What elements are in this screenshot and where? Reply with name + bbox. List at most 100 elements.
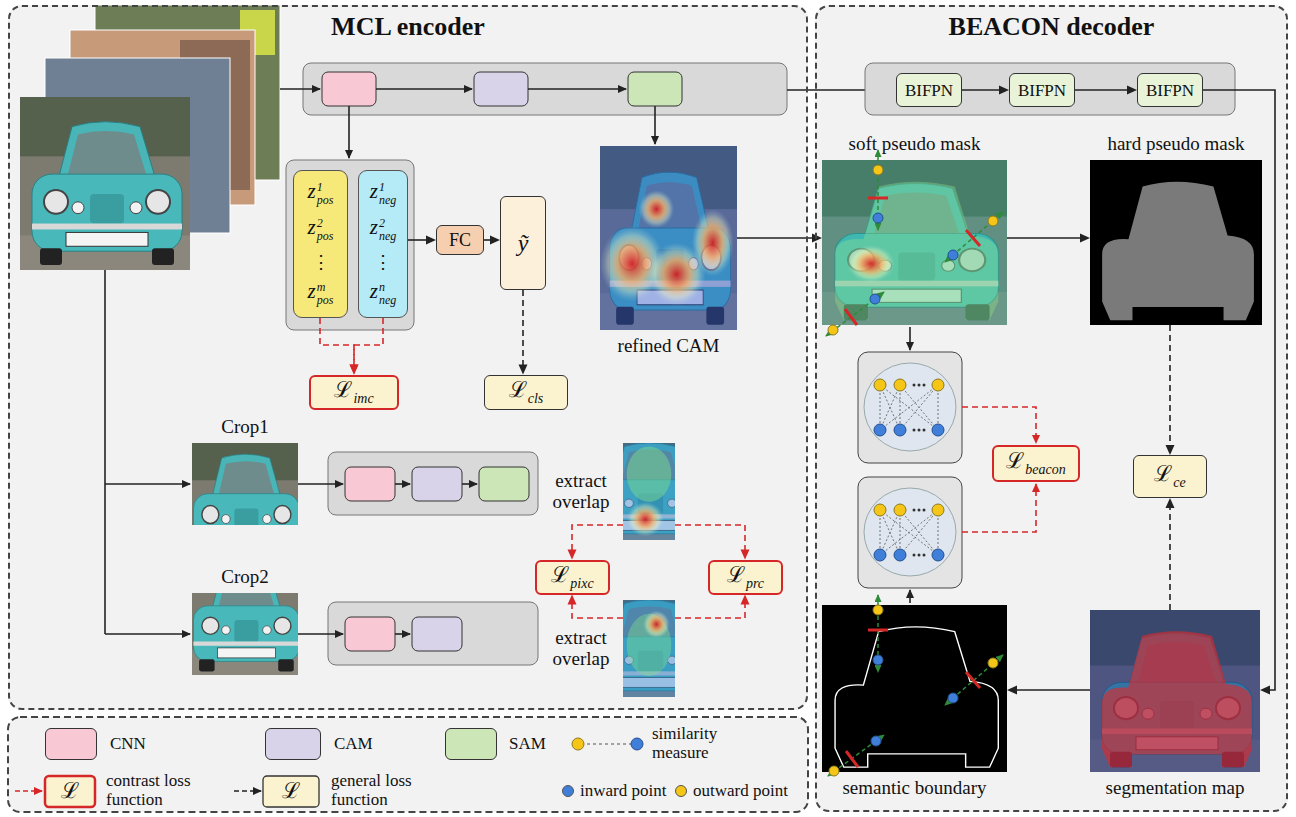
- encoder-pipeline-part: [628, 72, 682, 106]
- connector: [1166, 498, 1175, 610]
- subscript: pos: [317, 230, 334, 243]
- similarity-graphs-part: [923, 554, 926, 557]
- superscript: 1: [317, 181, 334, 194]
- connector-line: [354, 318, 383, 366]
- encoder-pipeline-part: [303, 63, 787, 115]
- boundary-image-part: [948, 693, 958, 703]
- connector: [737, 234, 822, 243]
- crop-branch-part: [105, 483, 190, 485]
- vector-entry: z1neg: [370, 181, 397, 208]
- similarity-graphs-part-part: [880, 385, 881, 430]
- boundary-image: [822, 595, 1007, 776]
- index-stack: 1pos: [317, 181, 334, 207]
- panel-grounds-part: [815, 5, 1288, 812]
- soft-mask-image-part: [945, 212, 1003, 262]
- contrast-loss: ℒpixc: [535, 560, 610, 595]
- soft-mask-image-part: [828, 325, 838, 335]
- loss-symbol: ℒcls: [509, 379, 544, 406]
- connector-line: [962, 89, 1000, 91]
- image-caption: semantic boundary: [842, 777, 986, 799]
- vector-symbol: z: [370, 179, 378, 203]
- similarity-graphs-part-part: [880, 510, 900, 555]
- refined-cam-image-part-part: [692, 209, 734, 276]
- similarity-graphs-part: [880, 385, 938, 430]
- input-images: [20, 5, 280, 270]
- bifpn-block: BIFPN: [1009, 73, 1075, 107]
- input-images-part-part: [20, 97, 190, 270]
- subscript: neg: [379, 230, 396, 243]
- refined-cam-image-part-part: [600, 146, 737, 330]
- crop-branch-part: [395, 633, 410, 635]
- box-content: BIFPN: [1146, 82, 1194, 99]
- encoder-pipeline-part: [348, 106, 350, 158]
- connector: [675, 525, 750, 560]
- boundary-image-part: [822, 605, 1007, 772]
- arrowhead: [1260, 686, 1270, 695]
- crop-branch-part-part: [627, 502, 664, 537]
- panel-grounds-part: [8, 5, 808, 710]
- arrowhead: [426, 236, 436, 245]
- vector-entry: ⋮: [374, 253, 392, 271]
- arrowhead: [1007, 686, 1017, 695]
- similarity-graphs-part: [864, 488, 956, 576]
- similarity-graphs-part: [864, 363, 956, 451]
- refined-cam-image-part-part: [639, 190, 674, 228]
- similarity-graphs-part-part: [900, 385, 938, 430]
- image-caption: Crop2: [221, 566, 269, 588]
- arrowhead: [490, 236, 500, 245]
- loss-subscript: ce: [1173, 475, 1185, 490]
- connector: [1007, 686, 1090, 695]
- similarity-graphs-part: [858, 477, 962, 588]
- loss-symbol: ℒprc: [727, 564, 764, 591]
- connector: [519, 290, 528, 375]
- arrowhead: [741, 595, 750, 605]
- image-caption: Crop1: [221, 416, 269, 438]
- overlap-image: extract overlap: [623, 600, 675, 697]
- box-label: BIFPN: [1018, 81, 1066, 100]
- similarity-graphs-part-part: [880, 510, 938, 555]
- connector-line: [737, 237, 813, 239]
- panel-title: MCL encoder: [10, 12, 806, 42]
- mask-image: hard pseudo mask: [1090, 160, 1262, 325]
- vector-entry: z2neg: [370, 217, 397, 244]
- box-label: BIFPN: [1146, 81, 1194, 100]
- crop-branch-part: [462, 483, 477, 485]
- loss-letter: ℒ: [334, 377, 352, 402]
- crop-branch-part: [412, 617, 462, 651]
- vector-entry: ⋮: [312, 253, 330, 271]
- soft-mask-image-part: [873, 165, 883, 175]
- boundary-image-part: [873, 655, 883, 665]
- boundary-image-part: [846, 751, 858, 767]
- connector-line: [1169, 325, 1171, 446]
- connector: [568, 525, 624, 560]
- similarity-graphs-part: [923, 429, 926, 432]
- connector-line: [1016, 689, 1090, 691]
- index-stack: 1neg: [379, 181, 396, 207]
- soft-mask-image-part: [826, 292, 884, 336]
- connector-line: [1007, 237, 1081, 239]
- legend-text: CAM: [334, 735, 373, 754]
- crop-branch-part: [298, 633, 343, 635]
- loss-symbol: ℒimc: [334, 379, 373, 406]
- encoder-pipeline: [280, 63, 894, 330]
- arrowhead: [1127, 86, 1137, 95]
- similarity-graphs-part: [913, 509, 916, 512]
- hard-mask-image-part-part: [1090, 160, 1262, 325]
- ellipsis: ⋮: [374, 252, 392, 272]
- arrowhead: [350, 365, 359, 375]
- crop-branch-part: [185, 436, 305, 566]
- legend-samples-part: [15, 790, 42, 792]
- soft-mask-image-part: [870, 294, 880, 304]
- soft-mask-image-part: [845, 309, 857, 325]
- similarity-graphs-part: [918, 429, 921, 432]
- box-content: FC: [449, 231, 471, 249]
- similarity-graphs-part: [894, 504, 906, 516]
- similarity-graphs-part-part: [900, 510, 938, 555]
- loss-subscript: pixc: [570, 576, 593, 591]
- vector-symbol: z: [308, 279, 316, 303]
- arrowhead: [1166, 498, 1175, 508]
- refined-cam-image-part: [600, 146, 737, 330]
